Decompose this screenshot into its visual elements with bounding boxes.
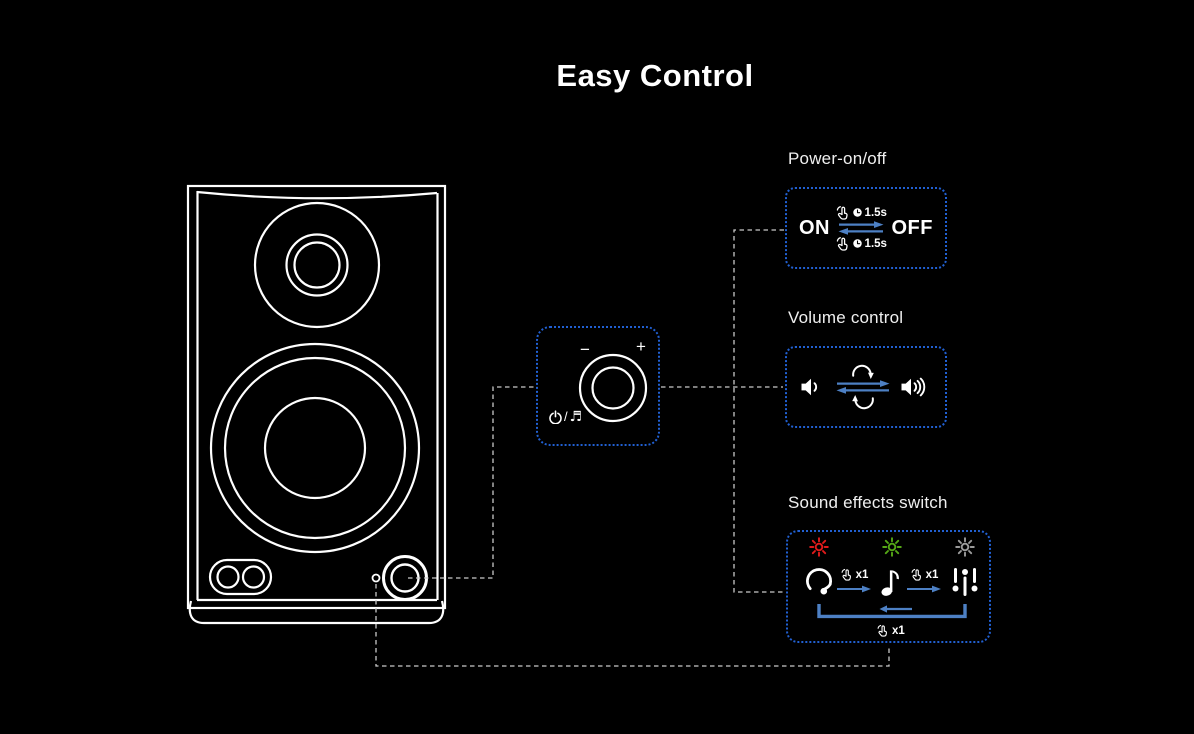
knob-detail-panel: − + / ♬ bbox=[536, 326, 660, 446]
tweeter bbox=[253, 201, 381, 329]
off-label: OFF bbox=[891, 216, 933, 239]
tap-count-label: x1 bbox=[892, 624, 905, 637]
volume-minus-label: − bbox=[580, 340, 590, 359]
hold-time-label: 1.5s bbox=[864, 237, 887, 250]
volume-rotate-diagram bbox=[836, 362, 890, 412]
tap-icon bbox=[876, 624, 889, 637]
woofer bbox=[209, 342, 421, 554]
speaker-cabinet bbox=[186, 184, 447, 610]
volume-plus-label: + bbox=[636, 337, 646, 356]
hold-instruction-top: 1.5s bbox=[835, 205, 887, 220]
toggle-arrows-icon bbox=[838, 221, 884, 235]
dual-port bbox=[208, 558, 273, 596]
sound-section-heading: Sound effects switch bbox=[788, 493, 948, 512]
volume-control-panel bbox=[785, 346, 947, 428]
rotate-counterclockwise-icon bbox=[852, 395, 874, 410]
volume-section-heading: Volume control bbox=[788, 308, 904, 327]
tap-count-label: x1 bbox=[925, 568, 939, 581]
on-label: ON bbox=[799, 216, 830, 239]
led-white-icon bbox=[955, 537, 975, 557]
power-icon bbox=[549, 409, 562, 424]
speaker-base bbox=[188, 600, 445, 625]
tap-hold-icon bbox=[835, 236, 850, 251]
equalizer-mode-icon bbox=[952, 568, 978, 596]
hold-time-label: 1.5s bbox=[864, 206, 887, 219]
sound-effects-panel: x1 x1 bbox=[786, 530, 991, 643]
power-toggle-diagram: 1.5s 1.5s bbox=[835, 205, 887, 251]
cycle-back-bracket-icon bbox=[817, 604, 967, 619]
connector-lines bbox=[375, 229, 890, 667]
power-onoff-panel: ON 1.5s 1.5s OFF bbox=[785, 187, 947, 269]
clock-icon bbox=[853, 239, 862, 248]
divider-slash: / bbox=[564, 409, 568, 424]
speaker-low-icon bbox=[801, 378, 818, 396]
tap-hold-icon bbox=[835, 205, 850, 220]
tap-step-1: x1 bbox=[836, 568, 872, 593]
led-red-icon bbox=[809, 537, 829, 557]
tap-step-back: x1 bbox=[876, 624, 905, 637]
speaker-high-icon bbox=[901, 377, 926, 397]
arrow-right-icon bbox=[907, 585, 941, 593]
status-led bbox=[371, 573, 381, 583]
arrow-right-icon bbox=[837, 585, 871, 593]
led-green-icon bbox=[882, 537, 902, 557]
speaker-illustration bbox=[186, 184, 447, 625]
rotate-clockwise-icon bbox=[852, 364, 874, 379]
power-section-heading: Power-on/off bbox=[788, 149, 887, 168]
tap-icon bbox=[840, 568, 853, 581]
music-note-icon: ♬ bbox=[569, 408, 583, 425]
clock-icon bbox=[853, 208, 862, 217]
hold-instruction-bottom: 1.5s bbox=[835, 236, 887, 251]
tap-icon bbox=[910, 568, 923, 581]
page-title: Easy Control bbox=[556, 58, 754, 93]
toggle-arrows-icon bbox=[836, 380, 890, 394]
music-mode-icon bbox=[881, 570, 899, 596]
tap-step-2: x1 bbox=[906, 568, 942, 593]
ear-mode-icon bbox=[806, 568, 833, 595]
knob-detail-rings bbox=[578, 353, 648, 423]
power-music-label: / ♬ bbox=[549, 409, 582, 424]
tap-count-label: x1 bbox=[855, 568, 869, 581]
